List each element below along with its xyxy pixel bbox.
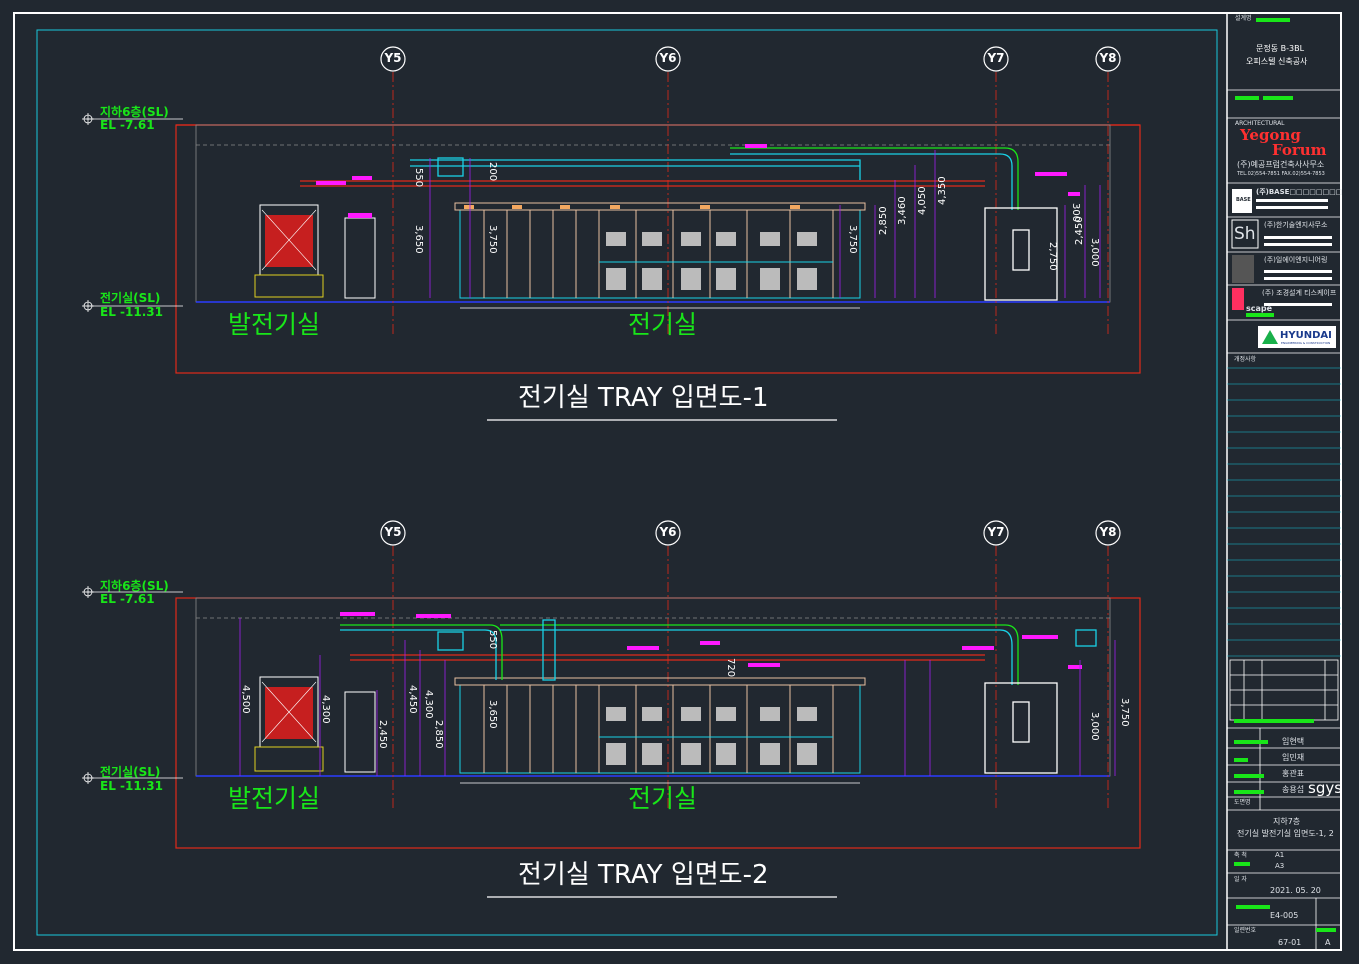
room-label-generator: 발전기실	[228, 784, 321, 813]
svg-text:2,450: 2,450	[377, 720, 388, 749]
scale-a1: A1	[1275, 851, 1285, 859]
consultant-4: (주) 조경설계 티스케이프	[1262, 289, 1337, 297]
firm-name: (주)예공프럼건축사사무소	[1237, 160, 1325, 169]
drawing-name-line2: 전기실 발전기실 입면도-1, 2	[1237, 829, 1334, 838]
sheet-outer-border	[13, 12, 1342, 951]
level-name-top: 지하6층(SL)	[100, 579, 169, 593]
svg-text:4,300: 4,300	[320, 695, 331, 724]
axis-label: Y8	[1099, 51, 1117, 65]
contractor-logo-box	[1258, 326, 1336, 348]
contractor-sub-text: ENGINEERING & CONSTRUCTION	[1281, 341, 1331, 345]
svg-text:550: 550	[487, 630, 498, 649]
drawing-title: 전기실 TRAY 입면도-2	[518, 860, 769, 890]
architect-label: ARCHITECTURAL	[1235, 120, 1285, 127]
firm-logo-line1: Yegong	[1240, 126, 1301, 144]
sh-logo-text: Sh	[1234, 224, 1256, 244]
svg-text:720: 720	[725, 658, 736, 677]
elevation-drawing-1: 550 200 3,650 3,750 3,750 2,850 3,460 4,…	[82, 46, 1141, 421]
axis-label: Y7	[987, 525, 1005, 539]
sheet-number: 67-01	[1278, 938, 1302, 947]
staff-name: 임민재	[1282, 753, 1305, 762]
drawing-title: 전기실 TRAY 입면도-1	[518, 383, 769, 413]
project-label: 설계명	[1235, 15, 1252, 22]
revision-mark: A	[1325, 938, 1331, 947]
svg-text:3,750: 3,750	[487, 225, 498, 254]
svg-text:2,850: 2,850	[433, 720, 444, 749]
svg-text:2,850: 2,850	[878, 206, 889, 235]
staff-name: 홍관표	[1282, 769, 1305, 778]
svg-text:3,750: 3,750	[1119, 698, 1130, 727]
level-el-top: EL -7.61	[100, 592, 155, 606]
consultant-3: (주)일에이엔지니어링	[1264, 256, 1328, 264]
staff-name: 송용섭	[1282, 785, 1305, 794]
firm-tel: TEL.02)554-7851 FAX.02)554-7853	[1237, 171, 1325, 177]
axis-label: Y5	[384, 51, 402, 65]
drawing-area-border	[36, 29, 1218, 936]
room-label-electric: 전기실	[628, 310, 698, 339]
firm-logo-line2: Forum	[1272, 141, 1327, 159]
svg-text:3,000: 3,000	[1089, 712, 1100, 741]
date-value: 2021. 05. 20	[1270, 886, 1321, 895]
scale-a3: A3	[1275, 862, 1285, 870]
contractor-logo-text: HYUNDAI	[1280, 330, 1332, 341]
axis-label: Y7	[987, 51, 1005, 65]
svg-text:2,750: 2,750	[1047, 242, 1058, 271]
scale-label: 축 척	[1234, 852, 1247, 859]
consultant-2: (주)한기술엔지사무소	[1264, 221, 1328, 229]
room-label-electric: 전기실	[628, 784, 698, 813]
axis-label: Y8	[1099, 525, 1117, 539]
consultant-1: (주)BASE□□□□□□□□	[1256, 188, 1343, 196]
svg-text:3,650: 3,650	[413, 225, 424, 254]
level-el-bottom: EL -11.31	[100, 779, 163, 793]
title-block-grid	[1227, 89, 1341, 950]
revision-label: 개정사항	[1234, 356, 1257, 363]
drawing-name-line1: 지하7층	[1273, 817, 1301, 826]
level-el-top: EL -7.61	[100, 118, 155, 132]
axis-label: Y6	[659, 525, 677, 539]
hyundai-logo-triangle	[1262, 330, 1278, 344]
svg-text:3,650: 3,650	[487, 700, 498, 729]
date-label: 일 자	[1234, 876, 1247, 883]
elevation-drawing-2: 4,500 4,300 2,450 4,450 4,300 2,850 550 …	[82, 520, 1141, 898]
svg-text:3,000: 3,000	[1089, 238, 1100, 267]
svg-text:3,750: 3,750	[847, 225, 858, 254]
base-logo-text: BASE	[1236, 197, 1251, 203]
svg-text:4,500: 4,500	[240, 685, 251, 714]
scape-logo-box	[1232, 288, 1244, 310]
staff-signature: sgys	[1308, 779, 1343, 797]
svg-text:4,450: 4,450	[407, 685, 418, 714]
svg-text:3,460: 3,460	[897, 196, 908, 225]
level-name-bottom: 전기실(SL)	[100, 291, 161, 305]
svg-text:200: 200	[487, 162, 498, 181]
number-label: 일련번호	[1234, 927, 1257, 934]
svg-text:4,350: 4,350	[937, 176, 948, 205]
staff-name: 임현택	[1282, 737, 1305, 746]
sh-logo-box	[1231, 219, 1259, 249]
axis-label: Y5	[384, 525, 402, 539]
level-name-top: 지하6층(SL)	[100, 105, 169, 119]
sheet-code: E4-005	[1270, 911, 1299, 920]
level-name-bottom: 전기실(SL)	[100, 765, 161, 779]
svg-text:2,450: 2,450	[1074, 216, 1085, 245]
axis-label: Y6	[659, 51, 677, 65]
scape-logo-text: scape	[1246, 304, 1273, 313]
svg-text:4,300: 4,300	[423, 690, 434, 719]
project-line2: 오피스텔 신축공사	[1246, 57, 1308, 66]
svg-text:4,050: 4,050	[917, 186, 928, 215]
svg-text:300: 300	[1070, 203, 1081, 222]
drawing-name-label: 도면명	[1234, 799, 1251, 806]
project-line1: 문정동 B-3BL	[1256, 44, 1305, 53]
room-label-generator: 발전기실	[228, 310, 321, 339]
base-logo-box	[1232, 189, 1252, 213]
svg-text:550: 550	[413, 168, 424, 187]
level-el-bottom: EL -11.31	[100, 305, 163, 319]
